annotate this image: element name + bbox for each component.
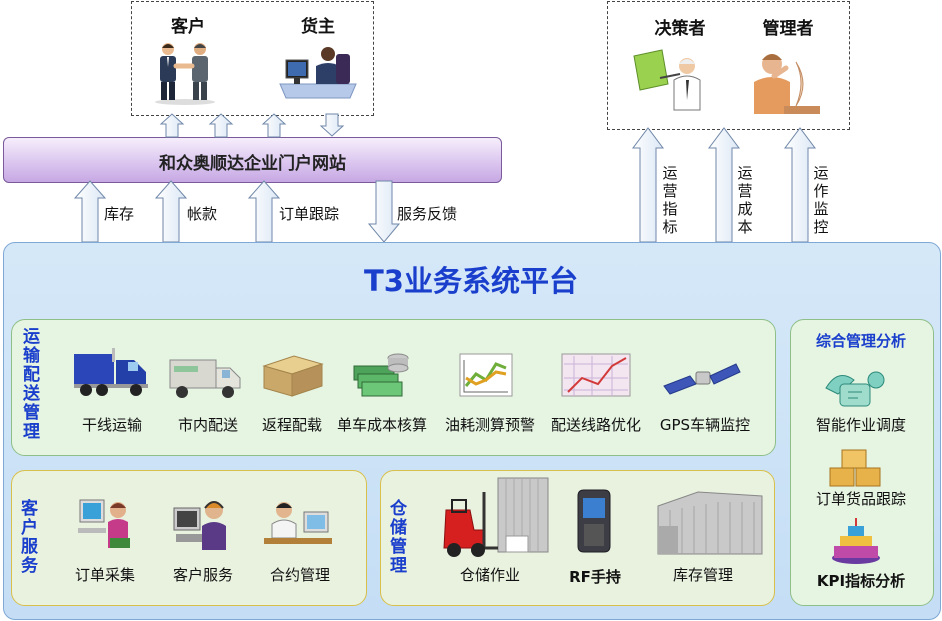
- contract-desk-icon: [264, 502, 332, 544]
- thinker-icon: [754, 54, 820, 114]
- wh-item-warehouse-ops: 仓储作业: [459, 566, 520, 584]
- goods-tracking-icon: [829, 449, 881, 487]
- analysis-item-kpi: KPI指标分析: [816, 572, 906, 590]
- flow-label-ops-indicators: 运营指标: [662, 164, 678, 236]
- cargo-box-icon: [262, 355, 324, 397]
- scheduling-icon: [825, 371, 885, 407]
- money-stack-icon: [353, 353, 409, 397]
- decision-maker-label: 决策者: [654, 19, 706, 39]
- satellite-icon: [663, 363, 741, 395]
- manager-label: 管理者: [762, 19, 814, 39]
- flow-label-order-tracking: 订单跟踪: [279, 205, 340, 223]
- cs-item-order-collection: 订单采集: [74, 566, 135, 584]
- line-chart-icon: [459, 353, 513, 397]
- platform-title: T3业务系统平台: [364, 264, 578, 298]
- computer-operator-icon: [279, 47, 357, 99]
- transport-item-city-delivery: 市内配送: [177, 416, 238, 434]
- route-map-icon: [561, 353, 631, 397]
- transport-section-title: 运输配送管理: [23, 327, 40, 442]
- transport-item-gps: GPS车辆监控: [659, 416, 751, 434]
- customer-label: 客户: [171, 17, 205, 37]
- kpi-cake-icon: [832, 518, 880, 564]
- flow-label-inventory: 库存: [104, 205, 135, 223]
- analysis-section-title: 综合管理分析: [815, 332, 906, 350]
- warehouse-building-icon: [657, 491, 763, 555]
- transport-item-backhaul: 返程配载: [261, 416, 322, 434]
- wh-item-inventory-management: 库存管理: [672, 566, 733, 584]
- enterprise-portal-bar: 和众奥顺达企业门户网站: [3, 137, 502, 183]
- analysis-item-scheduling: 智能作业调度: [815, 416, 906, 434]
- transport-item-vehicle-cost: 单车成本核算: [336, 416, 427, 434]
- rf-handheld-icon: [577, 489, 611, 553]
- portal-title: 和众奥顺达企业门户网站: [159, 154, 346, 174]
- truck-icon: [74, 348, 148, 396]
- customer-service-section-title: 客户服务: [21, 499, 38, 576]
- cs-item-customer-service: 客户服务: [172, 566, 233, 584]
- wh-item-rf-handheld: RF手持: [569, 568, 621, 586]
- delivery-van-icon: [169, 359, 241, 398]
- shipper-label: 货主: [301, 17, 335, 37]
- flow-label-ops-cost: 运营成本: [737, 164, 753, 236]
- flow-label-ops-monitoring: 运作监控: [813, 164, 829, 236]
- flow-label-service-feedback: 服务反馈: [397, 205, 458, 223]
- handshake-icon: [155, 43, 215, 105]
- analysis-item-goods-tracking: 订单货品跟踪: [815, 490, 906, 508]
- order-entry-icon: [78, 499, 130, 548]
- transport-item-route-optimization: 配送线路优化: [550, 416, 641, 434]
- forklift-icon: [443, 477, 549, 557]
- customer-service-agent-icon: [173, 501, 226, 550]
- cs-item-contract-management: 合约管理: [269, 566, 330, 584]
- transport-item-fuel-warning: 油耗测算预警: [444, 416, 535, 434]
- transport-item-trunk: 干线运输: [81, 416, 142, 434]
- presenter-icon: [633, 49, 701, 111]
- warehouse-section-title: 仓储管理: [390, 499, 407, 576]
- flow-label-accounts: 帐款: [187, 205, 218, 223]
